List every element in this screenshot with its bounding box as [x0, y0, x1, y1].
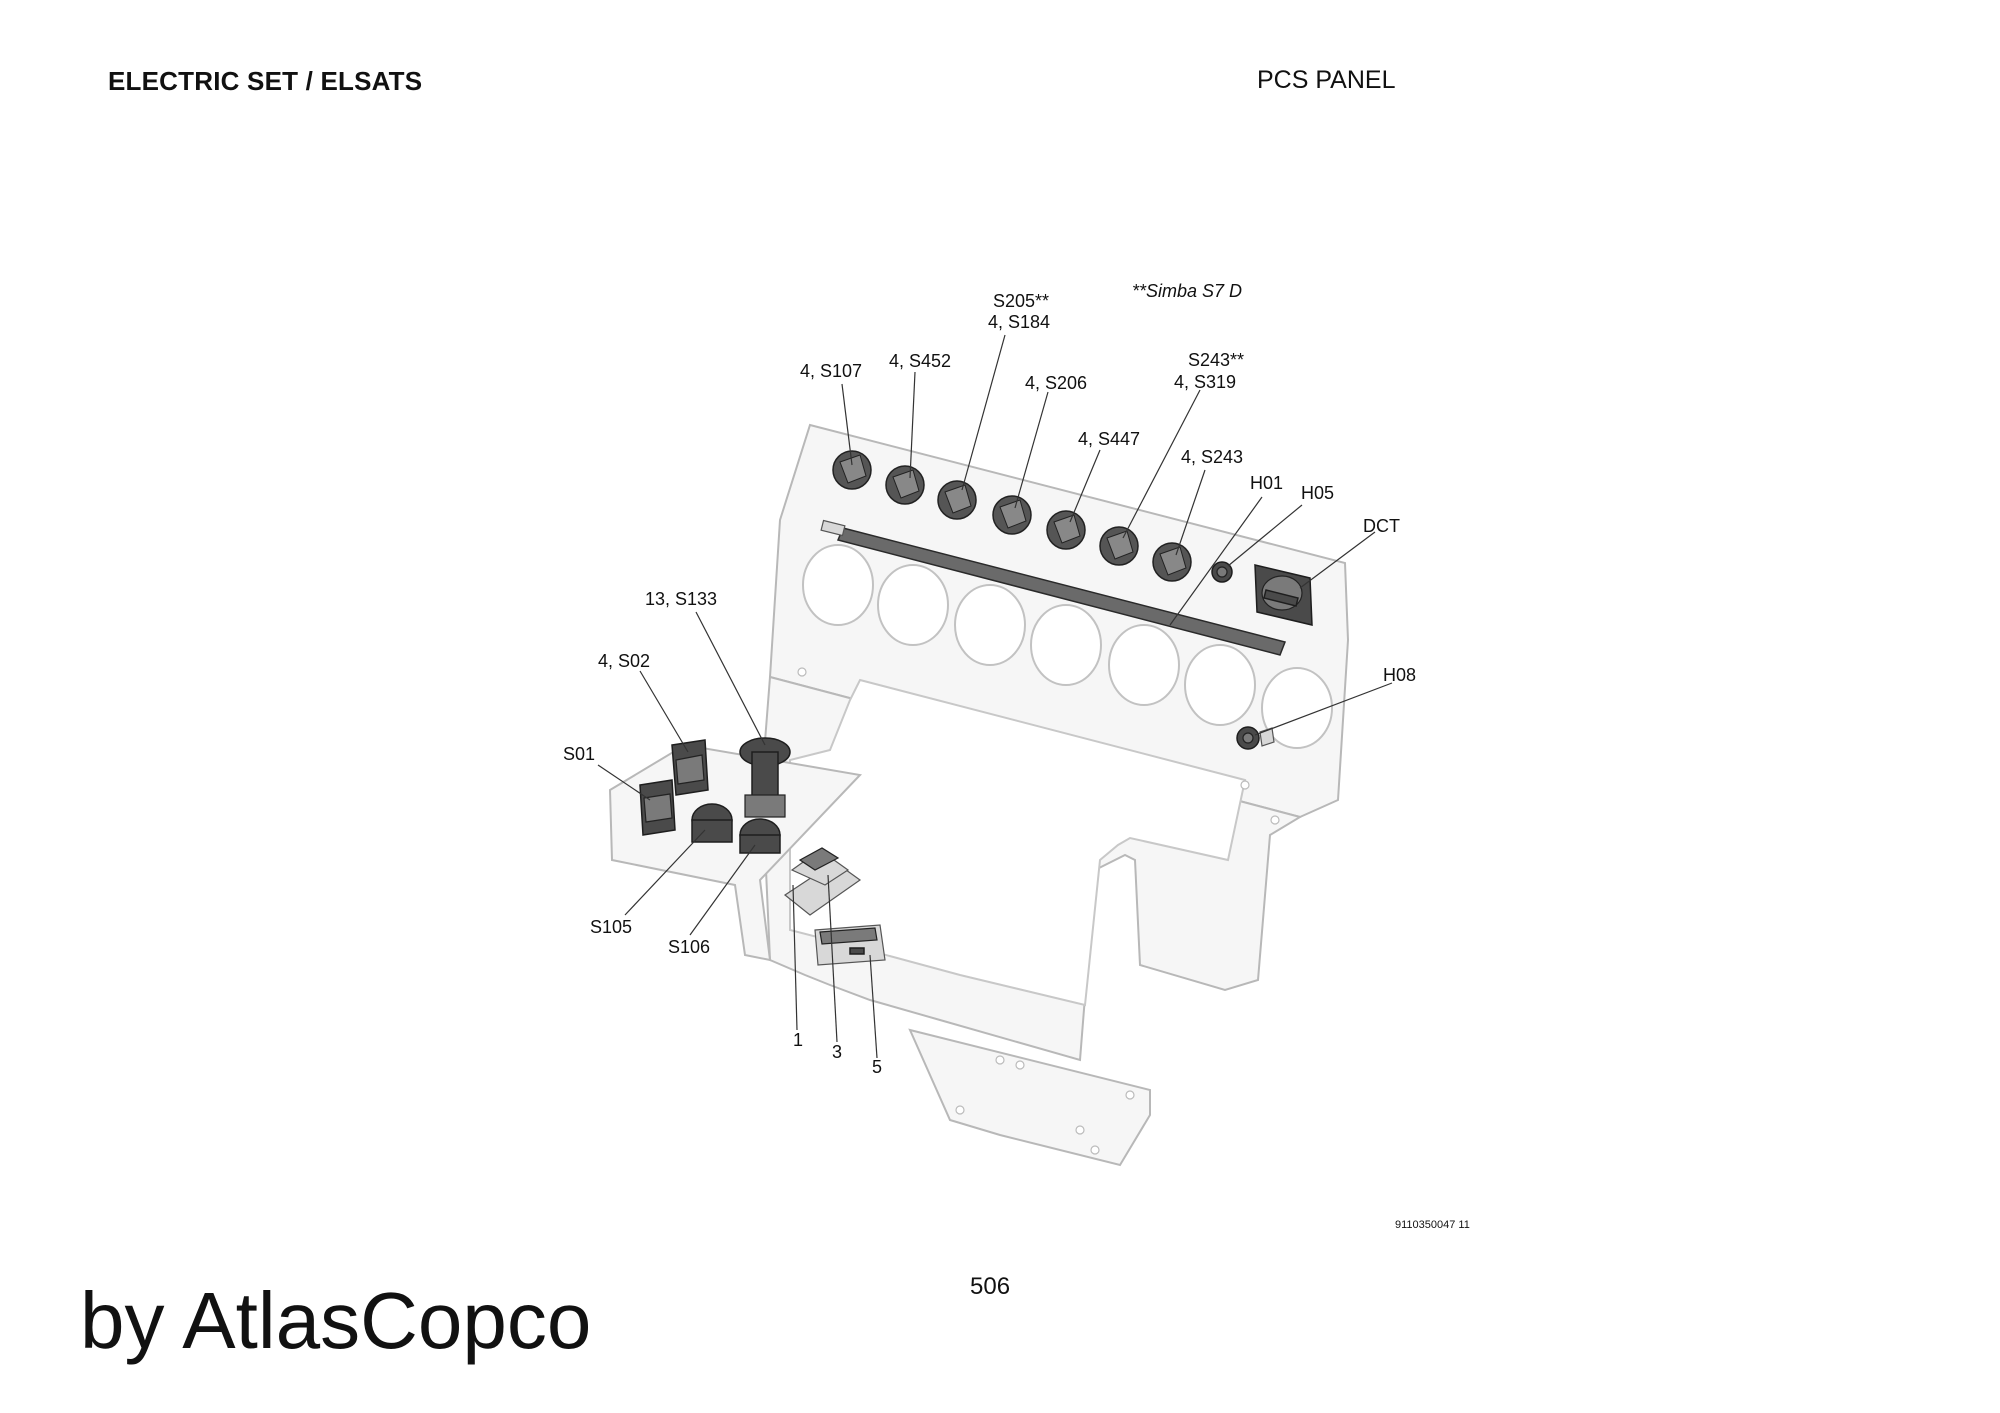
variant-note: **Simba S7 D — [1132, 281, 1242, 301]
callout-labels: **Simba S7 D S205** 4, S184 4, S107 4, S… — [563, 281, 1470, 1231]
terminal-block-top — [798, 847, 840, 871]
din-rail-assembly — [783, 847, 886, 966]
callout-s447: 4, S447 — [1078, 429, 1140, 449]
callout-s243: 4, S243 — [1181, 447, 1243, 467]
rotary-switch-knob — [832, 450, 872, 490]
panel-frame — [608, 423, 1350, 1167]
callout-part-3: 3 — [832, 1042, 842, 1062]
leader-s452 — [909, 371, 916, 479]
leader-h01 — [1169, 496, 1263, 626]
mounting-hole — [995, 1055, 1005, 1065]
mounting-hole — [1075, 1125, 1085, 1135]
callout-s01: S01 — [563, 744, 595, 764]
gauge-cutout — [954, 584, 1026, 666]
panel-cutout — [789, 678, 1247, 1007]
callout-s106: S106 — [668, 937, 710, 957]
callout-s107: 4, S107 — [800, 361, 862, 381]
leader-s01 — [597, 764, 651, 801]
leader-dct — [1299, 531, 1376, 589]
indicator-lamp-lens — [1242, 732, 1254, 744]
watermark-text: by AtlasCopco — [80, 1276, 592, 1365]
leader-s447 — [1069, 449, 1101, 523]
drawing-number: 9110350047 11 — [1395, 1219, 1470, 1231]
leader-s02 — [639, 670, 689, 753]
leader-s105 — [624, 829, 706, 916]
callout-dct: DCT — [1363, 516, 1400, 536]
leader-s184 — [961, 334, 1006, 491]
gauge-cutout — [1184, 644, 1256, 726]
selector-switch-head — [675, 754, 705, 785]
gauge-cutout — [877, 564, 949, 646]
mounting-hole — [1270, 815, 1280, 825]
section-title: ELECTRIC SET / ELSATS — [108, 66, 423, 96]
rotary-switch-knob — [992, 495, 1032, 535]
callout-part-5: 5 — [872, 1057, 882, 1077]
selector-switch-head — [643, 793, 673, 823]
mounting-hole — [1240, 780, 1250, 790]
leader-part5 — [869, 954, 878, 1059]
panel-title: PCS PANEL — [1257, 66, 1396, 94]
mounting-hole — [1125, 1090, 1135, 1100]
callout-s319: 4, S319 — [1174, 372, 1236, 392]
lamp-holder — [1259, 727, 1275, 747]
rotary-switch-knob — [1099, 526, 1139, 566]
gauge-cutout — [1261, 667, 1333, 749]
leader-lines — [597, 334, 1393, 1059]
gauge-cutout — [1108, 624, 1180, 706]
relay-indicator — [849, 947, 865, 955]
callout-s205: S205** — [993, 291, 1049, 311]
callout-s02: 4, S02 — [598, 651, 650, 671]
leader-h05 — [1227, 504, 1303, 567]
leader-s319 — [1122, 389, 1201, 539]
indicator-lamp-lens — [1216, 566, 1228, 578]
mounting-hole — [1015, 1060, 1025, 1070]
rotary-switch-knob — [1046, 510, 1086, 550]
mounting-hole — [797, 667, 807, 677]
rotary-switches — [832, 450, 1192, 582]
leader-s243 — [1175, 469, 1206, 556]
callout-h08: H08 — [1383, 665, 1416, 685]
callout-h01: H01 — [1250, 473, 1283, 493]
main-switch-dct — [1254, 564, 1313, 626]
rotary-switch-knob — [937, 480, 977, 520]
leader-s133 — [695, 611, 766, 746]
push-button-body — [691, 819, 733, 843]
emergency-stop-base — [744, 794, 786, 818]
callout-s105: S105 — [590, 917, 632, 937]
mounting-hole — [1090, 1145, 1100, 1155]
callout-s206: 4, S206 — [1025, 373, 1087, 393]
push-button-body — [739, 834, 781, 854]
rotary-switch-knob — [885, 465, 925, 505]
callout-s243-variant: S243** — [1188, 350, 1244, 370]
callout-part-1: 1 — [793, 1030, 803, 1050]
relay-module-top — [819, 927, 878, 945]
emergency-stop-stem — [751, 751, 779, 798]
leader-part3 — [827, 874, 838, 1043]
leader-s106 — [689, 844, 756, 936]
gauge-cutouts — [802, 544, 1333, 749]
callout-s184: 4, S184 — [988, 312, 1050, 332]
callout-s452: 4, S452 — [889, 351, 951, 371]
leader-part1 — [792, 884, 798, 1031]
bottom-bracket — [908, 1028, 1151, 1167]
callout-h05: H05 — [1301, 483, 1334, 503]
gauge-cutout — [802, 544, 874, 626]
indicator-rail — [836, 527, 1287, 656]
gauge-cutout — [1030, 604, 1102, 686]
rail-end-cap — [820, 519, 846, 537]
page-number: 506 — [970, 1273, 1011, 1300]
leader-h08 — [1254, 682, 1393, 736]
leader-s107 — [841, 383, 853, 466]
mounting-hole — [955, 1105, 965, 1115]
rotary-switch-knob — [1152, 542, 1192, 582]
callout-s133: 13, S133 — [645, 589, 717, 609]
leader-s206 — [1014, 391, 1049, 509]
console-controls — [639, 737, 791, 854]
